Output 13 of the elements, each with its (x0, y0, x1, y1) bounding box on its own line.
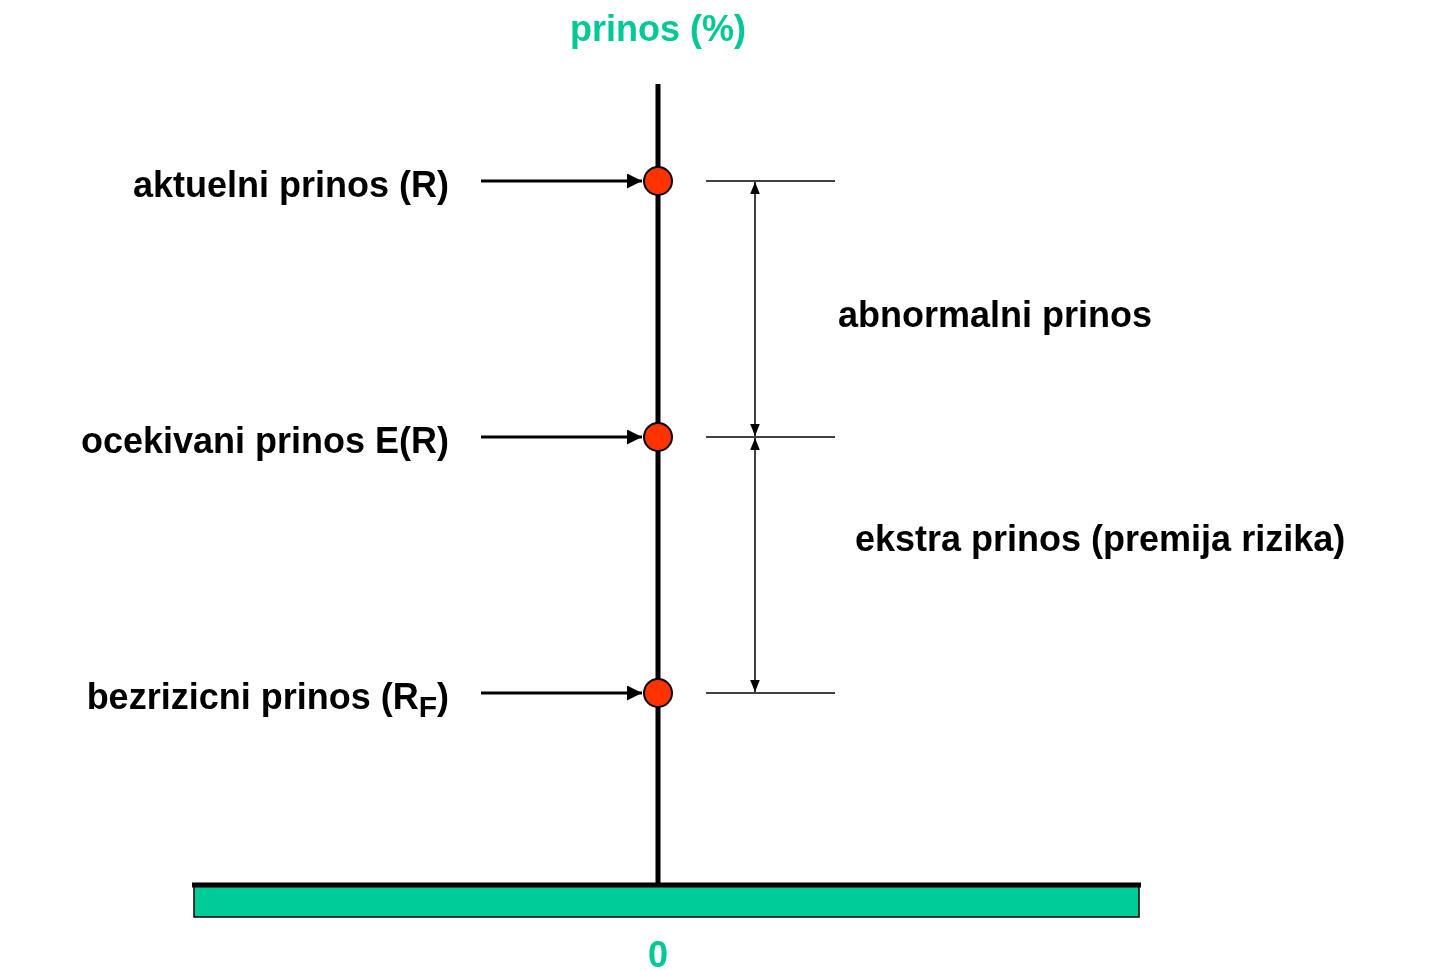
axis-value: 0 (648, 934, 669, 970)
axis-title: prinos (%) (570, 8, 746, 50)
point-label: bezrizicni prinos (R$_{F}$) (86, 676, 449, 729)
point-marker (643, 166, 673, 196)
point-marker (643, 422, 673, 452)
arrow (481, 173, 642, 189)
point-marker (643, 678, 673, 708)
point-label: ocekivani prinos E(R) (80, 420, 449, 462)
arrow (481, 685, 642, 701)
point-label: aktuelni prinos (R) (132, 164, 449, 206)
arrow (481, 429, 642, 445)
dimension-label: ekstra prinos (premija rizika) (855, 518, 1346, 560)
dimension-label: abnormalni prinos (838, 294, 1153, 336)
